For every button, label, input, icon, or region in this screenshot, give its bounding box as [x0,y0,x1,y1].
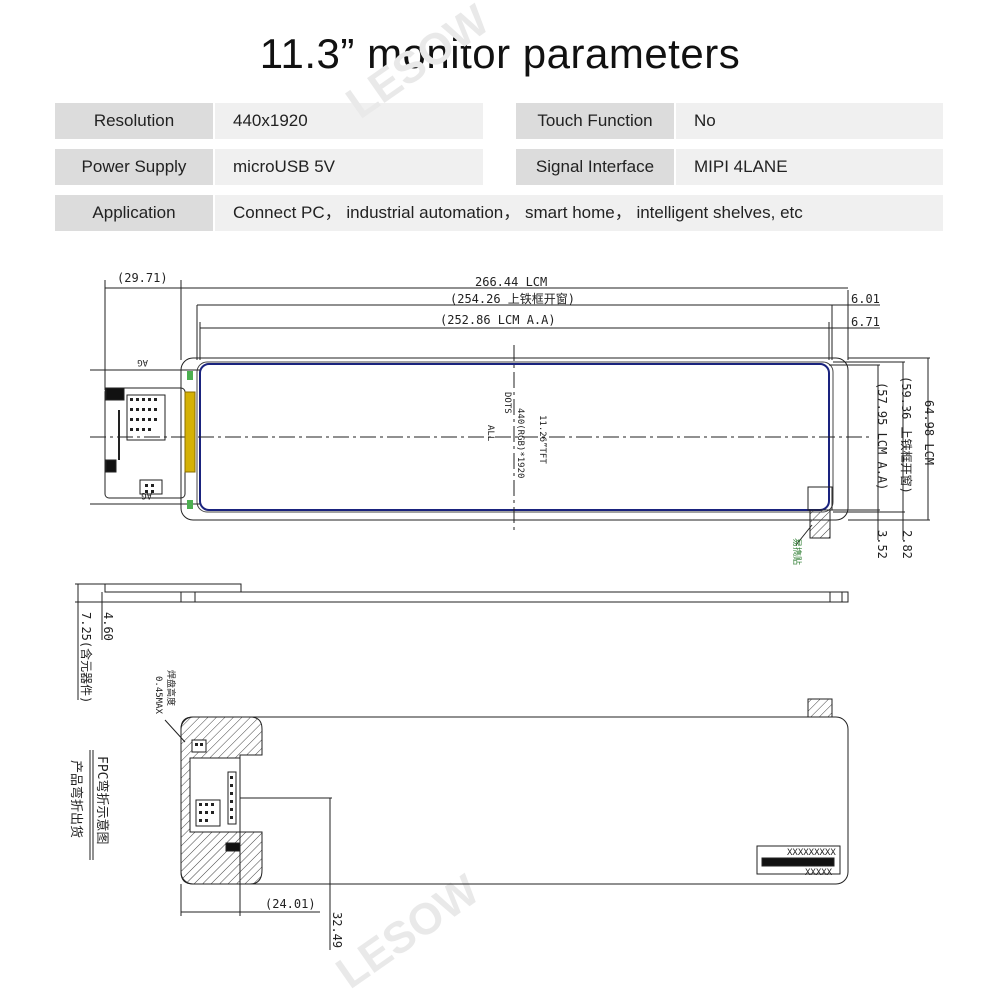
panel-spec-line-1: 11.26”TFT [537,415,547,464]
tape-label: 易擕贴 [791,538,803,565]
front-view [90,280,930,546]
dim-252-86: (252.86 LCM A.A) [440,313,556,327]
signal-interface-value: MIPI 4LANE [676,149,943,185]
panel-spec-line-4: ALL [485,425,495,441]
dim-57-95: (57.95 LCM A.A) [875,382,889,490]
solder-height-label: 焊盘高度 [165,670,177,706]
barcode-code-bottom: XXXXX [805,868,833,878]
panel-spec-line-2: 440(RGB)*1920 [515,408,525,478]
touch-function-value: No [676,103,943,139]
dim-24-01: (24.01) [265,897,316,911]
panel-spec-line-3: DOTS [502,392,512,414]
signal-interface-label: Signal Interface [516,149,674,185]
back-connector-pins [195,743,233,822]
dim-29-71: (29.71) [117,271,168,285]
resolution-value: 440x1920 [215,103,483,139]
dim-4-60: 4.60 [101,612,115,641]
back-view [164,698,849,950]
application-label: Application [55,195,213,231]
fpc-connector-pins [118,398,157,493]
dim-32-49: 32.49 [330,912,344,948]
ag-label-bottom: AG [141,490,152,500]
ag-label-top: AG [137,357,148,367]
side-view [75,583,849,700]
dim-3-52: 3.52 [875,530,889,559]
dim-6-71: 6.71 [851,315,880,329]
fpc-shipping-note: 产品弯折出货 [68,760,84,838]
fpc-bend-note: FPC弯折示意图 [94,756,110,844]
power-supply-label: Power Supply [55,149,213,185]
dim-59-36: (59.36 上铁框开窗) [899,376,913,494]
application-value: Connect PC， industrial automation， smart… [215,195,943,231]
barcode-code-top: XXXXXXXXX [787,848,836,858]
dim-254-26: (254.26 上铁框开窗) [450,292,575,306]
dim-266-44: 266.44 LCM [475,275,547,289]
watermark: LESOW [328,865,489,998]
dim-6-01: 6.01 [851,292,880,306]
dim-64-98: 64.98 LCM [922,400,936,465]
touch-function-label: Touch Function [516,103,674,139]
watermark: LESOW [338,0,499,128]
dim-7-25: 7.25(含元器件) [79,612,94,703]
dim-2-82: 2.82 [900,530,914,559]
page-title: 11.3” monitor parameters [259,30,741,77]
resolution-label: Resolution [55,103,213,139]
power-supply-value: microUSB 5V [215,149,483,185]
solder-max-label: 0.45MAX [153,676,163,715]
